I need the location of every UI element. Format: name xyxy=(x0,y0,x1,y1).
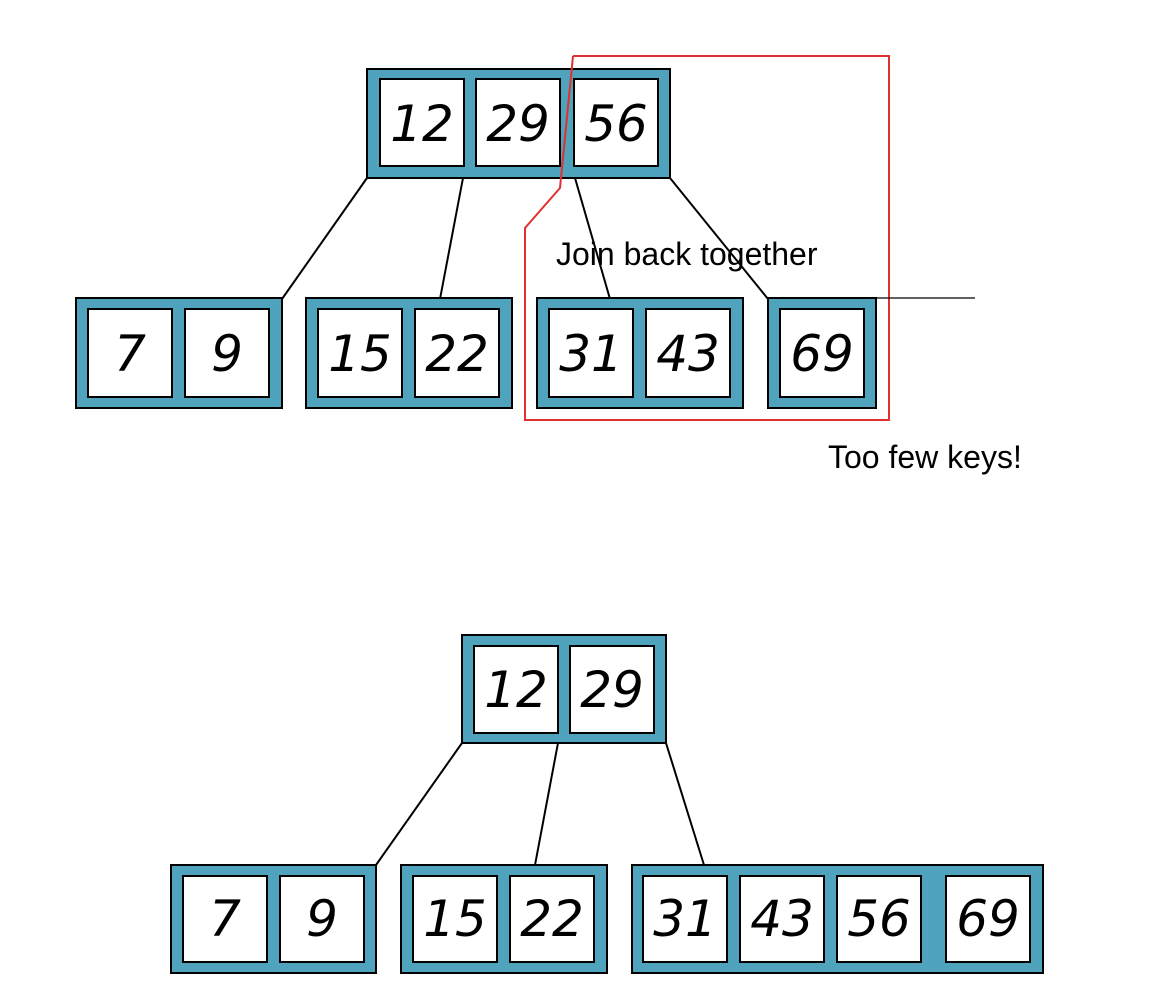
edge-root-to-leaf-4 xyxy=(669,177,769,300)
after-leaf-2: 15 22 xyxy=(400,864,608,974)
key-value: 12 xyxy=(390,95,454,153)
after-root-node: 12 29 xyxy=(461,634,667,744)
key-box xyxy=(414,308,500,398)
key-box xyxy=(317,308,403,398)
edge-root-to-leaf-1 xyxy=(281,177,368,300)
after-tree: 12 29 7 9 15 22 31 43 56 xyxy=(170,634,1044,974)
key-value: 29 xyxy=(580,661,644,719)
key-value: 22 xyxy=(520,890,584,948)
edge-root-to-leaf-1 xyxy=(375,742,463,866)
edge-root-to-leaf-2 xyxy=(534,742,559,866)
key-box xyxy=(412,875,498,963)
before-leaf-2: 15 22 xyxy=(305,297,513,409)
key-value: 7 xyxy=(209,890,241,948)
key-value: 69 xyxy=(790,325,854,383)
key-box xyxy=(184,308,270,398)
edge-root-to-leaf-3 xyxy=(574,177,611,300)
join-label: Join back together xyxy=(556,236,818,272)
key-value: 31 xyxy=(559,325,623,383)
key-value: 43 xyxy=(656,325,720,383)
key-box xyxy=(836,875,922,963)
before-root-node: 12 29 56 xyxy=(366,68,671,179)
key-value: 9 xyxy=(211,325,243,383)
key-box xyxy=(475,78,561,167)
before-leaf-1: 7 9 xyxy=(75,297,283,409)
before-leaf-4: 69 xyxy=(767,297,877,409)
key-value: 56 xyxy=(584,95,648,153)
key-box xyxy=(182,875,268,963)
key-value: 29 xyxy=(486,95,550,153)
key-box xyxy=(945,875,1031,963)
key-box xyxy=(569,645,655,734)
key-value: 56 xyxy=(847,890,911,948)
key-value: 9 xyxy=(306,890,338,948)
warning-label: Too few keys! xyxy=(828,439,1022,475)
key-box xyxy=(573,78,659,167)
key-value: 31 xyxy=(653,890,717,948)
key-value: 12 xyxy=(484,661,548,719)
key-box xyxy=(645,308,731,398)
key-value: 15 xyxy=(328,325,392,383)
key-box xyxy=(739,875,825,963)
key-box xyxy=(87,308,173,398)
key-box xyxy=(779,308,865,398)
before-tree: 12 29 56 7 9 15 22 31 43 xyxy=(75,55,1022,475)
key-box xyxy=(509,875,595,963)
key-box xyxy=(473,645,559,734)
key-box xyxy=(379,78,465,167)
key-value: 15 xyxy=(423,890,487,948)
edge-root-to-leaf-3 xyxy=(665,742,705,866)
before-leaf-3: 31 43 xyxy=(536,297,744,409)
key-value: 43 xyxy=(750,890,814,948)
key-value: 7 xyxy=(114,325,146,383)
key-value: 69 xyxy=(956,890,1020,948)
key-value: 22 xyxy=(425,325,489,383)
key-box xyxy=(548,308,634,398)
edge-root-to-leaf-2 xyxy=(439,177,464,300)
after-leaf-3-merged: 31 43 56 69 xyxy=(631,864,1044,974)
merge-highlight-outline xyxy=(524,55,890,421)
after-leaf-1: 7 9 xyxy=(170,864,377,974)
key-box xyxy=(642,875,728,963)
key-box xyxy=(279,875,365,963)
